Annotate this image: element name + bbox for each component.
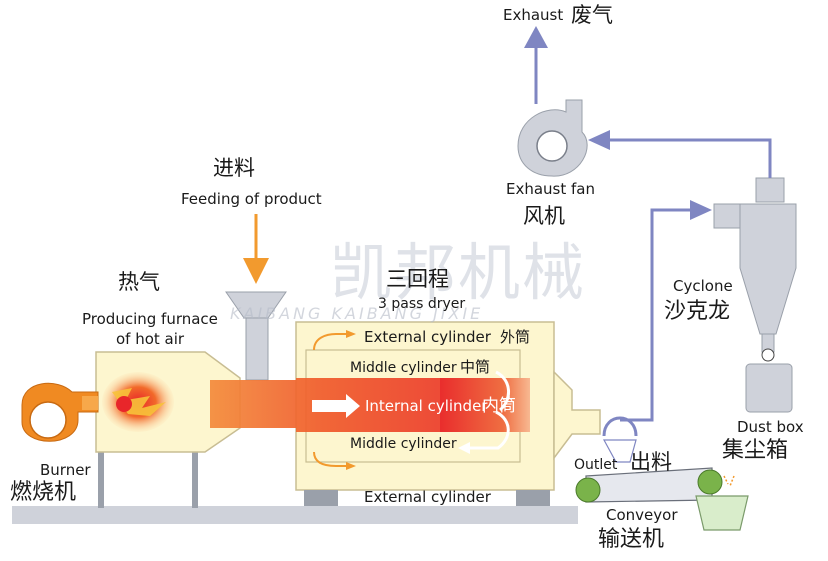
outlet-label-zh: 出料 <box>630 450 672 474</box>
conveyor-label: Conveyor <box>606 506 678 524</box>
conveyor <box>575 467 749 531</box>
dryer-label: 3 pass dryer <box>378 296 466 312</box>
feed-hopper <box>225 291 287 381</box>
dryer-leg <box>516 490 550 506</box>
hot-air-label-zh: 热气 <box>118 270 160 294</box>
burner-label: Burner <box>40 461 91 479</box>
outlet-hook <box>602 416 638 437</box>
middle-cylinder-top-label-zh: 中筒 <box>460 358 491 376</box>
air-flow-path <box>524 26 772 422</box>
exhaust-fan-label: Exhaust fan <box>506 180 596 198</box>
feeding-label-zh: 进料 <box>213 156 255 180</box>
outlet-label: Outlet <box>574 457 618 473</box>
dryer-leg <box>304 490 338 506</box>
dust-box <box>745 363 793 413</box>
external-cylinder-bottom-label: External cylinder <box>364 488 491 506</box>
conveyor-label-zh: 输送机 <box>598 527 665 552</box>
internal-cylinder-label: Internal cylinder <box>365 397 488 415</box>
burner-label-zh: 燃烧机 <box>10 480 77 505</box>
hot-air-furnace <box>95 351 241 453</box>
product-fall <box>723 475 735 487</box>
cyclone-label: Cyclone <box>673 277 733 295</box>
cyclone-label-zh: 沙克龙 <box>664 299 731 324</box>
rotary-valve-icon <box>761 348 775 362</box>
exhaust-label: Exhaust <box>503 6 564 24</box>
dust-box-label: Dust box <box>737 418 804 436</box>
cyclone <box>713 177 797 413</box>
burner-fan <box>21 382 99 442</box>
watermark-en: KAIBANG KAIBANG JIXIE <box>230 304 484 323</box>
internal-cylinder-label-zh: 内筒 <box>482 396 516 416</box>
middle-cylinder-top-label: Middle cylinder <box>350 360 457 376</box>
three-pass-dryer <box>210 321 601 506</box>
external-cylinder-top-label: External cylinder <box>364 328 491 346</box>
exhaust-fan-label-zh: 风机 <box>523 204 565 228</box>
exhaust-label-zh: 废气 <box>571 3 613 27</box>
hot-air-label-line2: of hot air <box>116 330 185 348</box>
outlet-chute <box>602 439 637 463</box>
base-platform <box>12 506 578 524</box>
watermark-zh: 凯邦机械 <box>330 236 587 309</box>
external-cylinder-top-label-zh: 外筒 <box>500 328 531 346</box>
feeding-label: Feeding of product <box>181 190 322 208</box>
middle-cylinder-bottom-label: Middle cylinder <box>350 436 457 452</box>
furnace-leg <box>192 452 198 508</box>
hot-air-label-line1: Producing furnace <box>82 310 218 328</box>
collection-bin <box>695 495 749 531</box>
furnace-leg <box>98 452 104 508</box>
burner-core <box>116 396 132 412</box>
feed-arrow <box>243 214 269 284</box>
dust-box-label-zh: 集尘箱 <box>722 438 789 463</box>
exhaust-fan <box>517 99 588 177</box>
dryer-label-zh: 三回程 <box>386 267 449 291</box>
